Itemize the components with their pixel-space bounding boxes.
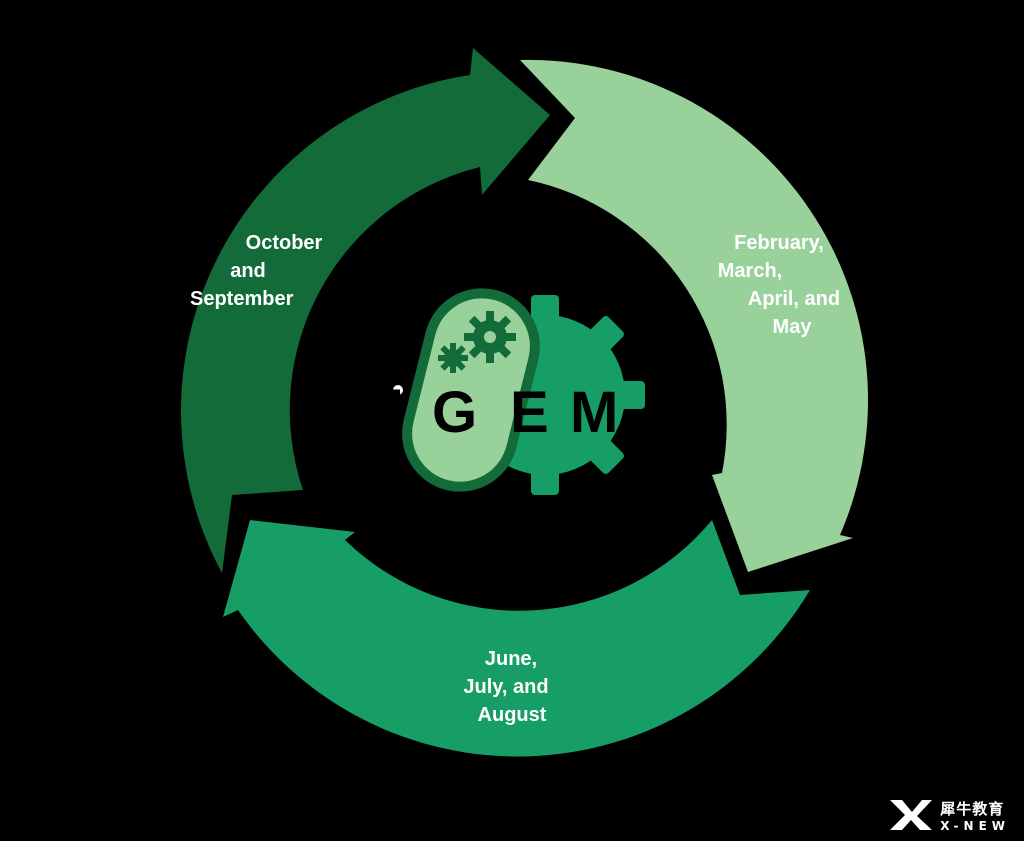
segment-label-line: March, [717, 260, 783, 282]
logo-letter-m: M [570, 380, 618, 445]
segment-label-february-may: February, March, April, and May [690, 229, 850, 341]
segment-label-line: and [230, 260, 266, 282]
segment-label-october-september: October and September [190, 229, 330, 313]
segment-label-line: June, [484, 648, 538, 670]
x-logo-icon [890, 800, 933, 830]
cycle-arrow-october-september [181, 48, 550, 573]
igem-logo: i G E M [388, 288, 645, 495]
logo-letter-e: E [510, 380, 549, 445]
segment-label-line: May [772, 316, 812, 338]
watermark: 犀牛教育 X-NEW [890, 798, 1010, 833]
watermark-en: X-NEW [940, 819, 1010, 833]
segment-label-line: April, and [747, 288, 841, 310]
segment-label-line: August [477, 704, 547, 726]
segment-label-line: October [245, 232, 323, 254]
cycle-arrow-june-august [223, 520, 810, 757]
segment-label-line: July, and [463, 676, 549, 698]
logo-i-dot [393, 385, 403, 395]
watermark-cn: 犀牛教育 [940, 800, 1005, 818]
segment-label-june-august: June, July, and August [440, 645, 580, 729]
logo-letter-i: i [388, 380, 404, 445]
cycle-arrow-february-may [520, 59, 868, 573]
logo-letter-g: G [432, 380, 477, 445]
bacterium-icon [402, 288, 540, 492]
segment-label-line: September [190, 288, 294, 310]
segment-label-line: February, [734, 232, 824, 254]
